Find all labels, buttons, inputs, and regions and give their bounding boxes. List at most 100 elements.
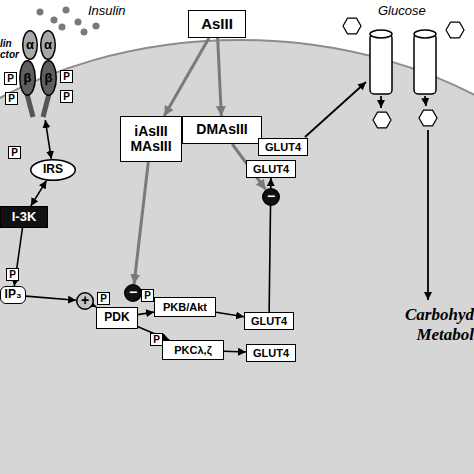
insulin-dot — [81, 29, 88, 36]
signal-arrow — [216, 312, 244, 317]
node-outline-shape — [20, 61, 36, 96]
kinase-box: PKB/Akt — [154, 297, 216, 317]
node-text: P — [100, 293, 107, 304]
insulin-dot — [59, 24, 66, 31]
insulin-dot — [37, 9, 44, 16]
metabolism-arrow — [427, 130, 429, 300]
uptake-arrow — [380, 96, 382, 108]
phospho-tag: P — [8, 146, 21, 159]
translocation-arrow — [305, 82, 366, 137]
alpha-subunit: α — [22, 30, 38, 60]
signal-arrow — [26, 296, 76, 300]
node-text: P — [9, 269, 16, 280]
node-outline-shape — [41, 31, 56, 60]
metabolite-box: iAsIII MAsIII — [120, 116, 182, 162]
glucose-hexagon — [343, 18, 361, 34]
node-text: PKB/Akt — [163, 301, 207, 313]
glucose-hexagon — [373, 112, 391, 128]
beta-subunit: β — [40, 60, 57, 96]
node-text: P — [8, 93, 15, 104]
glut4-box: GLUT4 — [246, 160, 296, 178]
process-label: Carbohyd Metabol — [378, 305, 474, 344]
inhibition-circle: − — [124, 284, 142, 302]
kinase-box: I-3K — [0, 206, 48, 228]
node-outline-shape — [31, 160, 76, 181]
insulin-dot — [51, 17, 58, 24]
node-text: GLUT4 — [265, 141, 301, 153]
signal-arrow — [31, 181, 47, 206]
signal-arrow — [224, 350, 246, 352]
node-text: β — [24, 71, 32, 85]
transporter-cap — [414, 30, 436, 38]
node-outline-shape — [263, 189, 280, 206]
substrate-label: Glucose — [378, 4, 448, 19]
glut4-box: GLUT4 — [246, 344, 296, 362]
lipid-box: IP₃ — [0, 286, 26, 304]
glut4-box: GLUT4 — [244, 312, 294, 330]
stimulus-label: Insulin — [88, 4, 148, 19]
arsenic-box: AsIII — [188, 10, 246, 38]
activation-circle: + — [76, 292, 94, 310]
node-outline-shape — [125, 285, 142, 302]
uptake-arrows — [305, 82, 428, 300]
inhibition-circle: − — [262, 188, 280, 206]
insulin-dot — [93, 23, 100, 30]
node-text: GLUT4 — [251, 315, 287, 327]
glut4-box: GLUT4 — [258, 138, 308, 156]
signal-arrow — [138, 312, 154, 315]
signal-arrow — [218, 38, 222, 116]
node-text: − — [129, 285, 137, 300]
node-text: P — [7, 73, 14, 84]
node-text: P — [63, 71, 70, 82]
node-outline-shape — [41, 61, 57, 96]
phospho-tag: P — [97, 292, 110, 305]
node-text: IRS — [43, 163, 63, 176]
node-text: P — [63, 91, 70, 102]
node-text: AsIII — [201, 16, 233, 33]
node-text: α — [44, 38, 52, 52]
alpha-subunit: α — [40, 30, 56, 60]
insulin-dot — [63, 7, 70, 14]
phospho-tag: P — [6, 268, 19, 281]
node-text: I-3K — [12, 210, 37, 224]
node-text: IP₃ — [5, 288, 22, 301]
phospho-tag: P — [60, 90, 73, 103]
node-outline-shape — [77, 293, 94, 310]
glucose-molecules — [343, 18, 464, 128]
node-text: PDK — [104, 311, 129, 324]
transporter-symbol — [370, 34, 392, 94]
transporter-symbol — [414, 34, 436, 94]
node-text: α — [26, 38, 34, 52]
node-text: DMAsIII — [196, 122, 247, 137]
insulin-receptor: lin ctorααββPPPP — [0, 26, 76, 120]
phospho-tag: P — [4, 72, 17, 85]
receptor-tail — [27, 94, 33, 117]
signal-arrow — [164, 38, 209, 116]
node-outline-shape — [23, 31, 38, 60]
metabolite-box: DMAsIII — [182, 116, 262, 144]
signal-arrow — [134, 162, 148, 284]
phospho-tag: P — [5, 92, 18, 105]
uptake-arrow — [425, 96, 426, 106]
receptor-stalks — [27, 94, 49, 117]
node-text: P — [11, 147, 18, 158]
transporter-cap — [370, 30, 392, 38]
glucose-transporters — [370, 30, 436, 94]
node-text: GLUT4 — [253, 163, 289, 175]
phospho-tag: P — [141, 289, 154, 302]
kinase-box: PKCλ,ζ — [162, 340, 224, 360]
glucose-hexagon — [419, 110, 437, 126]
node-text: + — [81, 293, 89, 308]
node-text: GLUT4 — [253, 347, 289, 359]
kinase-box: PDK — [96, 307, 138, 329]
insulin-dot — [75, 19, 82, 26]
node-text: PKCλ,ζ — [174, 344, 211, 356]
node-text: lin ctor — [0, 38, 20, 60]
irs-ellipse: IRS — [30, 159, 76, 181]
cell-membrane — [0, 40, 474, 474]
node-text: − — [267, 189, 275, 204]
beta-subunit: β — [19, 60, 36, 96]
node-text: P — [153, 334, 160, 345]
signal-arrow — [45, 120, 51, 159]
